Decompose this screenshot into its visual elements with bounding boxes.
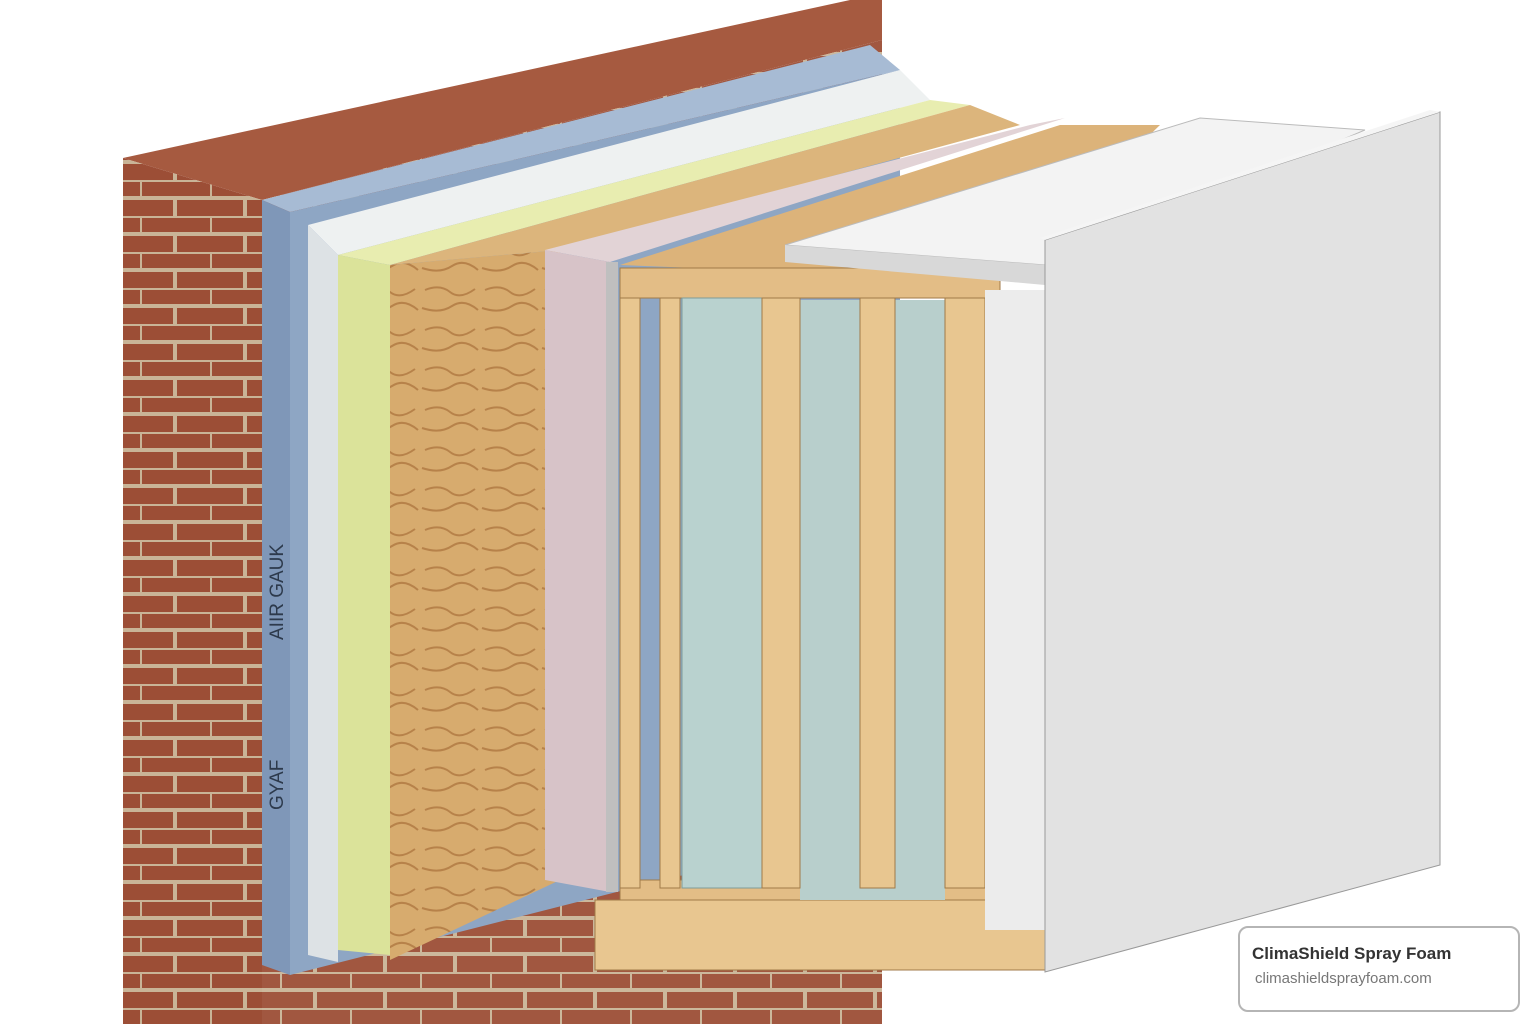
board-label-1: AIIR GAUK [267,544,288,640]
insulation-batt [681,297,763,889]
drywall-panel [1040,110,1441,973]
gypsum-board-top [784,117,1366,285]
board-label-2: GYAF [267,760,288,810]
osb-sheathing-layer [390,105,1020,960]
watermark-url: climashieldsprayfoam.com [1255,970,1432,987]
white-board-layer [308,70,930,962]
stud-frame [594,267,1046,971]
watermark-box: ClimaShield Spray Foam climashieldsprayf… [1238,926,1520,1012]
watermark-title: ClimaShield Spray Foam [1252,944,1452,963]
pink-board-layer [545,118,1065,892]
yellow-board-layer [338,100,970,955]
